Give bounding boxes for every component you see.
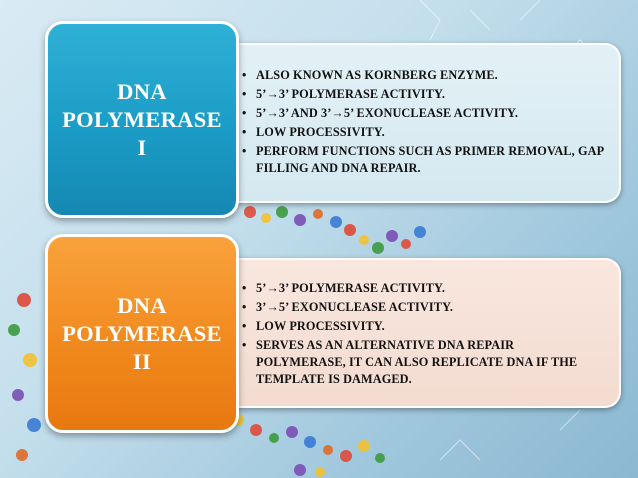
bullet-item: 5’→3’ AND 3’→5’ EXONUCLEASE ACTIVITY.	[242, 105, 607, 122]
bullet-panel: 5’→3’ POLYMERASE ACTIVITY. 3’→5’ EXONUCL…	[216, 258, 621, 408]
title-box: DNA POLYMERASE II	[45, 234, 239, 433]
title-line: DNA	[117, 292, 167, 318]
title-line: II	[132, 348, 152, 374]
title-line: DNA	[117, 78, 167, 104]
bullet-item: 3’→5’ EXONUCLEASE ACTIVITY.	[242, 299, 607, 316]
bullet-list: 5’→3’ POLYMERASE ACTIVITY. 3’→5’ EXONUCL…	[242, 280, 607, 390]
bullet-panel: ALSO KNOWN AS KORNBERG ENZYME. 5’→3’ POL…	[216, 43, 621, 203]
bullet-item: LOW PROCESSIVITY.	[242, 318, 607, 335]
card-title: DNA POLYMERASE I	[62, 78, 222, 162]
card-title: DNA POLYMERASE II	[62, 292, 222, 376]
bullet-item: 5’→3’ POLYMERASE ACTIVITY.	[242, 86, 607, 103]
title-line: POLYMERASE	[62, 320, 222, 346]
bullet-item: ALSO KNOWN AS KORNBERG ENZYME.	[242, 67, 607, 84]
bullet-list: ALSO KNOWN AS KORNBERG ENZYME. 5’→3’ POL…	[242, 67, 607, 179]
bullet-item: 5’→3’ POLYMERASE ACTIVITY.	[242, 280, 607, 297]
title-line: I	[137, 134, 147, 160]
bullet-item: PERFORM FUNCTIONS SUCH AS PRIMER REMOVAL…	[242, 143, 607, 177]
bullet-item: LOW PROCESSIVITY.	[242, 124, 607, 141]
helix-balls	[8, 206, 426, 477]
title-line: POLYMERASE	[62, 106, 222, 132]
bullet-item: SERVES AS AN ALTERNATIVE DNA REPAIR POLY…	[242, 337, 607, 388]
title-box: DNA POLYMERASE I	[45, 21, 239, 218]
